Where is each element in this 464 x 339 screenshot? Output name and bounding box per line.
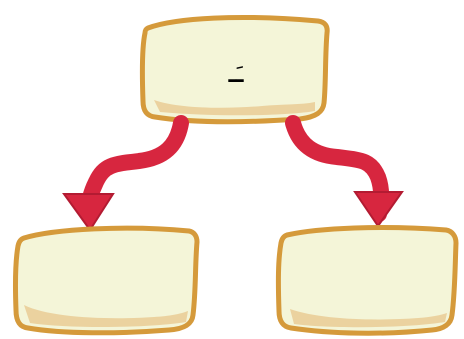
- left-arrow-head: [64, 194, 113, 230]
- left-arrow: [64, 123, 181, 230]
- top-node-label: ـَـ: [227, 63, 244, 88]
- right-arrow-head: [355, 192, 402, 226]
- right-node: [278, 228, 456, 334]
- right-arrow: [293, 123, 402, 226]
- left-node: [15, 228, 197, 333]
- top-node: ـَـ: [142, 17, 327, 121]
